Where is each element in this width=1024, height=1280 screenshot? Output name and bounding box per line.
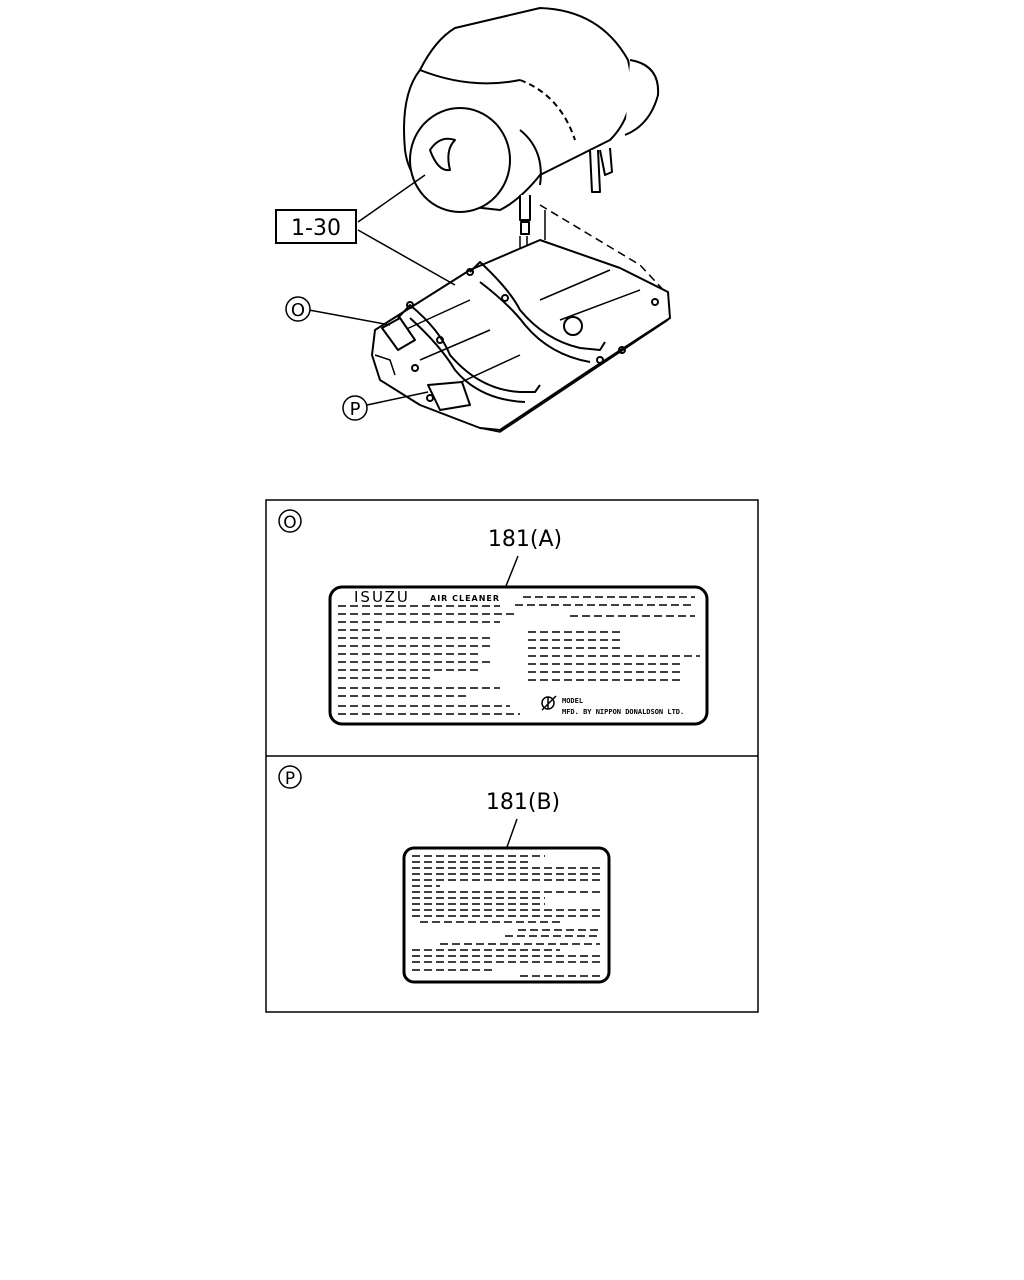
part-ref-181a: 181(A) [488,527,562,552]
label-181b-text-rows [412,855,600,977]
decal-location-p [427,381,471,411]
label-181a-text-rows [338,596,700,715]
canister-mounting-foot-rear [589,149,601,193]
panel-o-marker: O [283,513,296,533]
donaldson-logo-icon [541,695,557,711]
panel-o: O 181(A) ISUZU AIR CLEANER [278,509,709,726]
callout-o[interactable]: O [285,296,311,322]
part-ref-181b: 181(B) [486,790,560,815]
callout-leaders [308,174,456,406]
label-181a-model: MODEL [562,697,583,705]
canister-mounting-foot [519,195,531,221]
panel-p-marker: P [285,769,295,789]
callout-p[interactable]: P [342,395,368,421]
callout-p-text: P [350,399,361,420]
callout-1-30-text: 1-30 [291,216,341,241]
label-181b [402,846,611,984]
detail-panels-frame [265,499,759,1013]
decal-location-o [381,317,416,351]
mounting-hole [563,316,583,336]
callout-o-text: O [291,300,305,321]
panel-p: P 181(B) [278,765,611,984]
callout-1-30[interactable]: 1-30 [275,209,357,244]
label-181a-product: AIR CLEANER [430,594,500,603]
air-cleaner-assembly-drawing [371,7,671,433]
bracket-strap-left [397,304,541,393]
bracket-strap-right [469,261,606,351]
label-181a-brand: ISUZU [354,588,410,606]
canister-end-cap [409,107,511,213]
label-181a-maker: MFD. BY NIPPON DONALDSON LTD. [562,708,684,716]
canister-outlet [624,59,660,136]
